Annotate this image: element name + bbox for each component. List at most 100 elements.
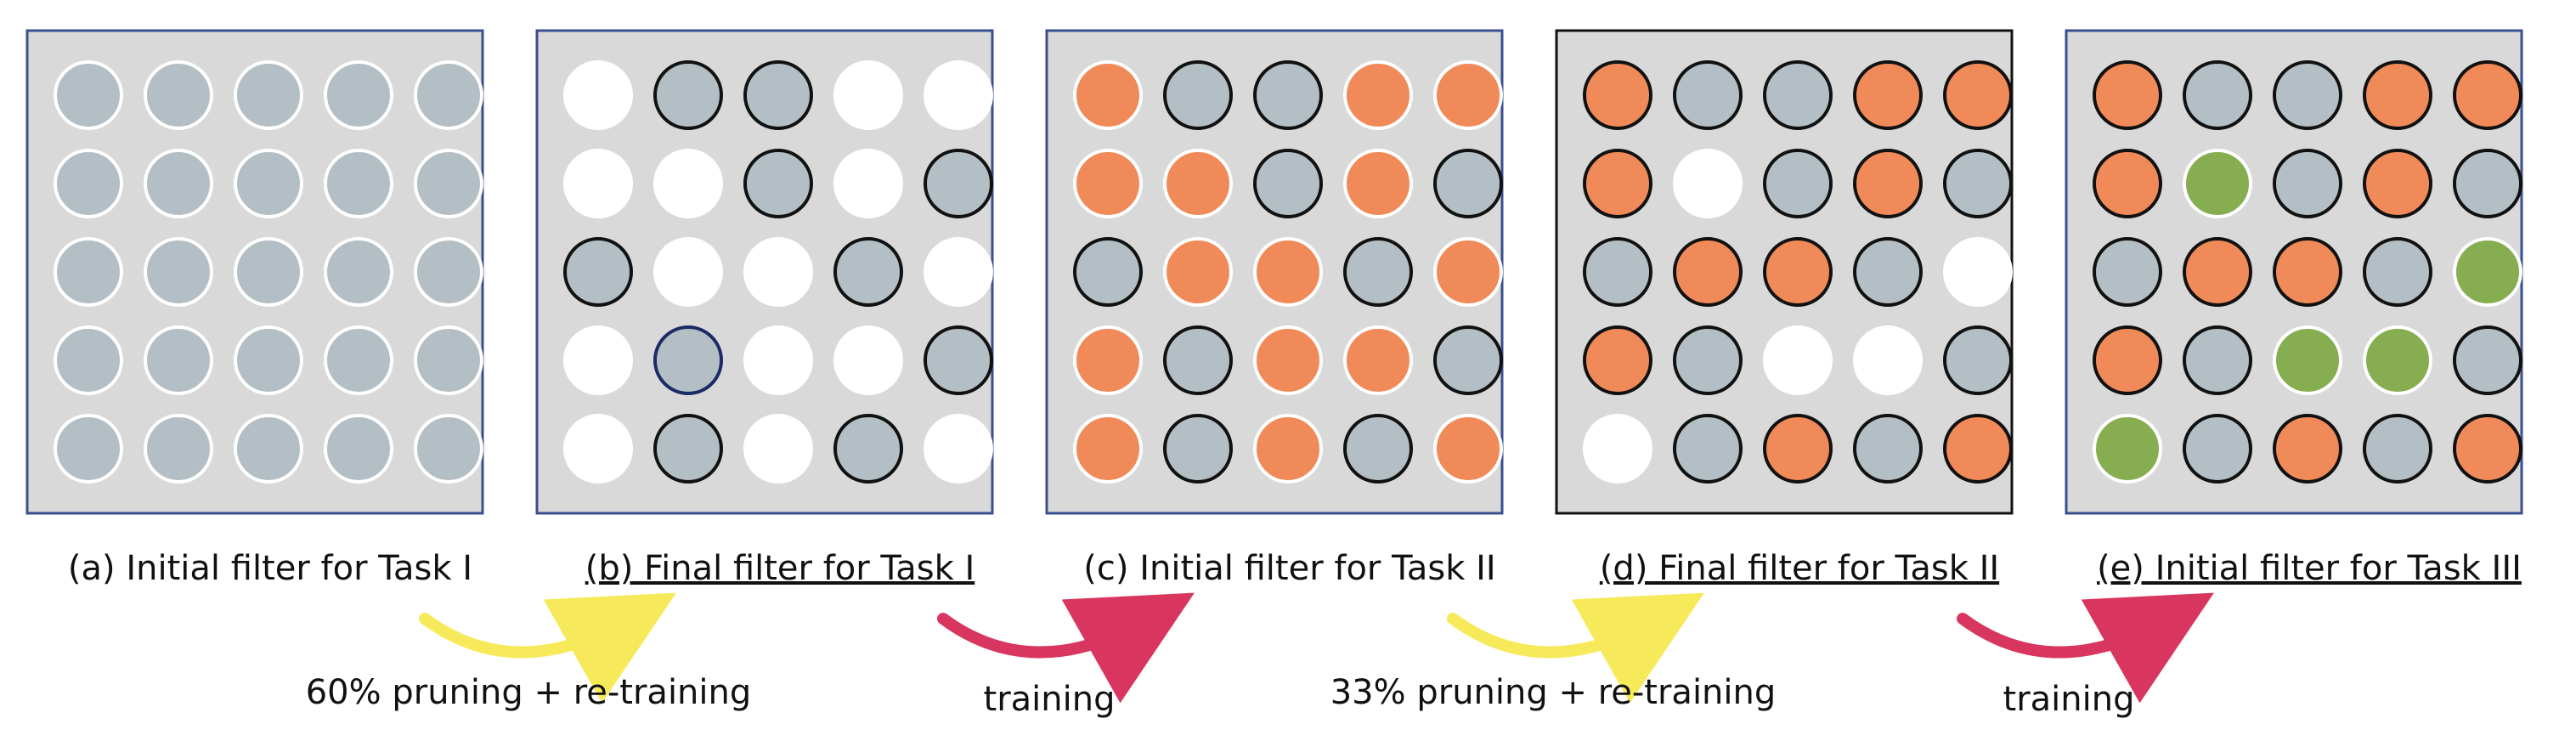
filter-cell [1853,325,1923,395]
operation-label-1: 60% pruning + re-training [306,673,752,712]
filter-cell [1073,325,1143,395]
filter-cell [1673,414,1743,484]
filter-cell [234,149,303,218]
filter-cell [144,60,213,130]
filter-cell [1673,237,1743,307]
filter-cell [2453,60,2522,130]
filter-cell [414,414,483,484]
filter-cell [54,414,123,484]
filter-cell [234,237,303,307]
filter-cell [1343,237,1413,307]
filter-cell [833,60,903,130]
filter-cell [234,414,303,484]
filter-cell [2363,237,2432,307]
filter-cell [1163,325,1233,395]
filter-cell [653,414,723,484]
filter-cell [1433,237,1503,307]
filter-cell [1583,237,1652,307]
filter-cell [743,325,813,395]
filter-panel-e [2065,29,2523,515]
filter-cell [144,414,213,484]
filter-cell [1943,325,2013,395]
filter-cell [1673,325,1743,395]
filter-cell [414,60,483,130]
filter-cell [1253,414,1323,484]
filter-cell [833,149,903,218]
filter-cell [1433,414,1503,484]
filter-cell [924,414,993,484]
filter-cell [144,237,213,307]
filter-cell [2273,325,2342,395]
filter-cell [324,414,393,484]
filter-cell [414,325,483,395]
filter-cell [54,237,123,307]
filter-cell [1673,149,1743,218]
filter-cell [1763,237,1833,307]
filter-cell [924,325,993,395]
filter-panel-a [25,29,484,515]
filter-cell [1163,414,1233,484]
filter-cell [1433,325,1503,395]
filter-cell [924,237,993,307]
filter-cell [2363,60,2432,130]
filter-cell [1763,60,1833,130]
filter-cell [1943,149,2013,218]
filter-cell [1253,149,1323,218]
filter-cell [2183,414,2252,484]
filter-cell [1343,60,1413,130]
filter-cell [2453,414,2522,484]
filter-cell [144,325,213,395]
filter-cell [1763,325,1833,395]
filter-cell [2183,325,2252,395]
filter-cell [1163,149,1233,218]
filter-cell [1763,414,1833,484]
filter-cell [414,237,483,307]
filter-cell [1943,237,2013,307]
filter-cell [54,149,123,218]
filter-cell [743,149,813,218]
filter-cell [2453,325,2522,395]
filter-cell [2093,149,2162,218]
filter-cell [2273,149,2342,218]
filter-cell [2093,237,2162,307]
filter-cell [1163,237,1233,307]
filter-panel-d [1555,29,2014,515]
filter-cell [2363,149,2432,218]
filter-cell [1433,60,1503,130]
filter-cell [324,149,393,218]
filter-cell [833,237,903,307]
filter-cell [833,325,903,395]
filter-cell [1073,414,1143,484]
training-arrow-2 [1957,592,2214,704]
filter-cell [1583,325,1652,395]
caption-c: (c) Initial filter for Task II [1083,549,1495,588]
filter-cell [2363,414,2432,484]
caption-a: (a) Initial filter for Task I [68,549,472,588]
filter-cell [653,237,723,307]
filter-cell [653,60,723,130]
filter-cell [414,149,483,218]
filter-cell [54,60,123,130]
filter-cell [653,149,723,218]
filter-cell [2453,237,2522,307]
filter-cell [1853,60,1923,130]
filter-cell [1343,149,1413,218]
filter-cell [924,60,993,130]
filter-cell [1073,60,1143,130]
filter-cell [1073,149,1143,218]
filter-cell [324,60,393,130]
filter-cell [563,60,633,130]
filter-cell [924,149,993,218]
filter-panel-b [535,29,994,515]
filter-cell [234,60,303,130]
filter-cell [1853,414,1923,484]
filter-panel-c [1045,29,1504,515]
pruning-arrow-2 [1447,592,1704,704]
filter-cell [1583,414,1652,484]
caption-e: (e) Initial filter for Task III [2097,549,2522,588]
filter-cell [234,325,303,395]
filter-cell [324,325,393,395]
filter-cell [1943,60,2013,130]
filter-cell [563,414,633,484]
